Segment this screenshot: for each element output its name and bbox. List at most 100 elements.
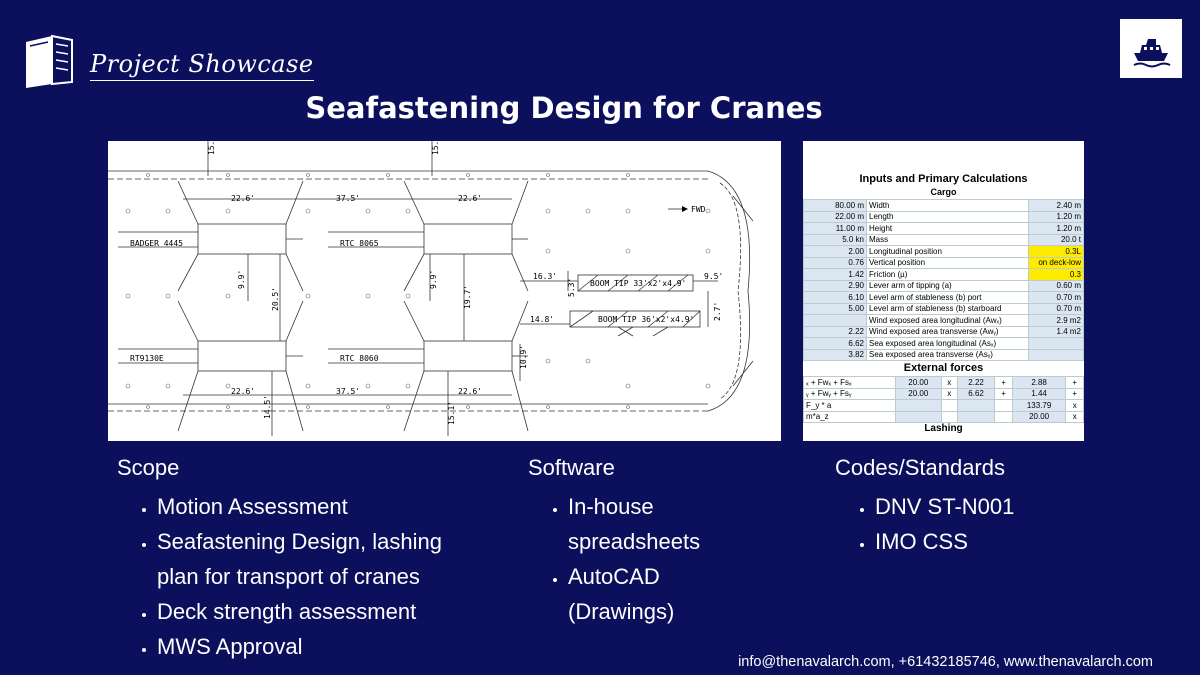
dim-label: 22.6' xyxy=(231,194,255,203)
table-cell: 20.0 t xyxy=(1028,233,1084,246)
table-cell: Level arm of stableness (b) starboard xyxy=(866,302,1029,315)
dim-label: 15.3' xyxy=(207,141,216,155)
table-cell: + xyxy=(1065,387,1084,400)
codes-heading: Codes/Standards xyxy=(835,455,1005,480)
table-cell: x xyxy=(1065,399,1084,412)
table-cell: 0.60 m xyxy=(1028,279,1084,292)
dim-label: 5.3' xyxy=(567,278,576,297)
table-cell: Sea exposed area transverse (Asᵧ) xyxy=(866,348,1029,361)
table-cell: F_y * a xyxy=(803,399,897,412)
table-cell: 0.3L xyxy=(1028,245,1084,258)
table-cell: 80.00 m xyxy=(803,199,867,212)
table-cell: 6.62 xyxy=(803,337,867,350)
external-forces-heading: External forces xyxy=(903,362,984,374)
table-cell: x xyxy=(1065,410,1084,423)
dim-label: 14.5' xyxy=(263,395,272,419)
table-cell: 133.79 xyxy=(1011,399,1067,412)
lashing-heading: Lashing xyxy=(924,423,963,434)
table-cell: 0.76 xyxy=(803,256,867,269)
dim-label: 37.5' xyxy=(336,194,360,203)
table-cell xyxy=(956,410,996,423)
table-cell xyxy=(994,410,1013,423)
dim-label: 37.5' xyxy=(336,387,360,396)
software-column: Software In-house spreadsheets AutoCAD (… xyxy=(528,455,768,629)
table-cell: 1.20 m xyxy=(1028,210,1084,223)
table-cell: 2.90 xyxy=(803,279,867,292)
table-cell: Level arm of stableness (b) port xyxy=(866,291,1029,304)
calculation-spreadsheet: Inputs and Primary Calculations Cargo 80… xyxy=(803,141,1084,441)
table-cell: 1.42 xyxy=(803,268,867,281)
dim-label: 2.7' xyxy=(713,302,722,321)
list-item: Motion Assessment xyxy=(157,489,487,524)
table-cell: Length xyxy=(866,210,1029,223)
dim-label: 10.9' xyxy=(519,345,528,369)
table-cell: Wind exposed area longitudinal (Awₓ) xyxy=(866,314,1029,327)
list-item: IMO CSS xyxy=(875,524,1095,559)
document-logo-icon xyxy=(22,32,82,90)
table-cell: 20.00 xyxy=(895,376,942,389)
table-cell: 22.00 m xyxy=(803,210,867,223)
cargo-heading: Cargo xyxy=(930,187,957,197)
fwd-label: FWD xyxy=(691,205,706,214)
table-cell: 2.22 xyxy=(956,376,996,389)
dim-label: 9.9' xyxy=(429,270,438,289)
table-cell xyxy=(895,410,942,423)
table-cell: Mass xyxy=(866,233,1029,246)
deck-layout-drawing: FWD BADGER 4445 RTC 8065 RT9130E RTC 806… xyxy=(108,141,781,441)
sheet-heading: Inputs and Primary Calculations xyxy=(859,173,1028,185)
table-cell xyxy=(940,410,958,423)
scope-heading: Scope xyxy=(117,455,180,480)
table-cell: 2.88 xyxy=(1011,376,1067,389)
table-cell xyxy=(994,399,1013,412)
table-cell: 6.62 xyxy=(956,387,996,400)
dim-label: 9.9' xyxy=(237,270,246,289)
table-cell: 2.40 m xyxy=(1028,199,1084,212)
dim-label: 22.6' xyxy=(458,194,482,203)
table-cell: Width xyxy=(866,199,1029,212)
table-cell: 3.82 xyxy=(803,348,867,361)
table-cell: 6.10 xyxy=(803,291,867,304)
table-cell: Sea exposed area longitudinal (Asₓ) xyxy=(866,337,1029,350)
table-cell: 11.00 m xyxy=(803,222,867,235)
list-item: In-house spreadsheets xyxy=(568,489,768,559)
table-cell: 2.22 xyxy=(803,325,867,338)
scope-column: Scope Motion Assessment Seafastening Des… xyxy=(117,455,487,664)
table-cell xyxy=(1028,337,1084,350)
table-cell: Friction (µ) xyxy=(866,268,1029,281)
dim-label: 9.5' xyxy=(704,272,723,281)
table-cell: 1.20 m xyxy=(1028,222,1084,235)
table-cell: ᵧ + Fwᵧ + Fsᵧ xyxy=(803,387,897,400)
list-item: AutoCAD (Drawings) xyxy=(568,559,768,629)
table-cell: + xyxy=(994,387,1013,400)
table-cell: ₓ + Fwₓ + Fsₓ xyxy=(803,376,897,389)
table-cell: 0.70 m xyxy=(1028,291,1084,304)
list-item: Seafastening Design, lashing plan for tr… xyxy=(157,524,487,594)
page-title: Seafastening Design for Cranes xyxy=(305,91,823,125)
table-cell: + xyxy=(994,376,1013,389)
table-cell: Vertical position xyxy=(866,256,1029,269)
ship-logo xyxy=(1120,19,1182,78)
table-cell: 1.44 xyxy=(1011,387,1067,400)
codes-column: Codes/Standards DNV ST-N001 IMO CSS xyxy=(835,455,1095,559)
dim-label: 15.2' xyxy=(431,141,440,155)
dim-label: 15.1' xyxy=(447,401,456,425)
boom-label: BOOM TIP 36'x2'x4.9' xyxy=(598,315,694,324)
table-cell: m*a_z xyxy=(803,410,897,423)
crane-label: BADGER 4445 xyxy=(130,239,183,248)
contact-info: info@thenavalarch.com, +61432185746, www… xyxy=(738,654,1153,670)
dim-label: 16.3' xyxy=(533,272,557,281)
dim-label: 20.5' xyxy=(271,287,280,311)
